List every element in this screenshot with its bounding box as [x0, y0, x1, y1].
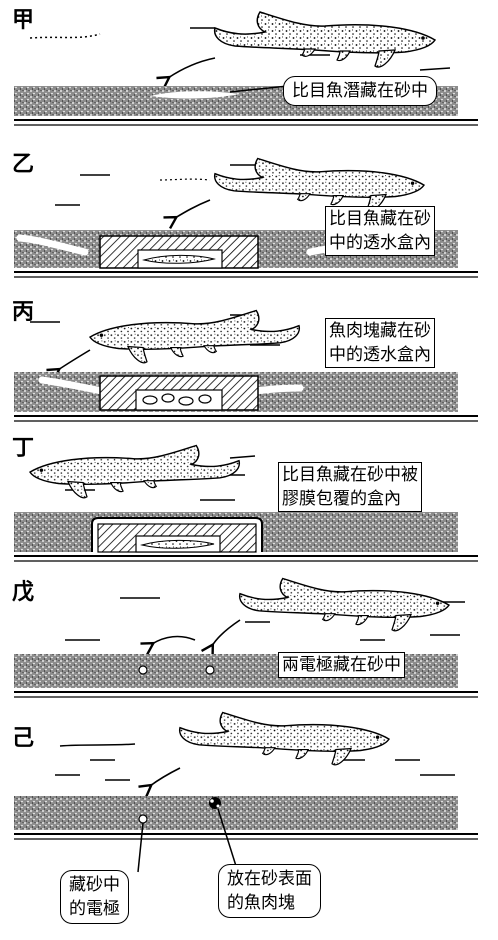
panel-ji [14, 711, 478, 873]
caption-ding: 比目魚藏在砂中被 膠膜包覆的盒內 [278, 462, 422, 512]
shark-icon [213, 11, 436, 68]
panel-wu [14, 577, 478, 698]
shark-icon [89, 309, 301, 364]
electrode-icon [205, 665, 215, 675]
caption-yi: 比目魚藏在砂 中的透水盒內 [325, 206, 435, 256]
panel-label-bing: 丙 [12, 300, 35, 325]
electrode-pointer [137, 822, 144, 873]
arrow-icon [140, 635, 196, 656]
caption-bing: 魚肉塊藏在砂 中的透水盒內 [325, 318, 435, 368]
caption-wu: 兩電極藏在砂中 [278, 652, 405, 678]
panel-ding [14, 444, 478, 562]
panel-label-ji: 己 [12, 726, 35, 751]
electrode-icon [138, 665, 148, 675]
flatfish-icon [142, 254, 216, 264]
meat-chunk-icon [209, 797, 221, 809]
flatfish-icon [140, 539, 215, 549]
sand-layer [14, 796, 458, 830]
shark-icon [238, 577, 450, 632]
arrow-icon [46, 349, 91, 382]
panel-label-wu: 戊 [12, 580, 35, 605]
meat-pointer [217, 808, 237, 867]
panel-label-yi: 乙 [12, 152, 35, 177]
arrow-icon [156, 57, 216, 90]
panel-label-jia: 甲 [12, 8, 35, 33]
electrode-icon [138, 814, 148, 824]
panel-bing [14, 309, 478, 422]
flatfish-icon [150, 91, 240, 99]
caption-ji-meat: 放在砂表面 的魚肉塊 [218, 864, 321, 918]
panel-jia [14, 11, 478, 126]
shark-icon [178, 711, 390, 766]
meat-chunk-icon [142, 393, 212, 406]
shark-icon [213, 157, 425, 212]
caption-ji-electrode: 藏砂中 的電極 [60, 870, 129, 924]
arrow-icon [138, 767, 181, 798]
arrow-icon [200, 619, 241, 658]
panel-label-ding: 丁 [12, 436, 35, 461]
arrow-icon [163, 199, 211, 230]
shark-icon [29, 444, 241, 499]
caption-jia: 比目魚潛藏在砂中 [283, 76, 437, 106]
